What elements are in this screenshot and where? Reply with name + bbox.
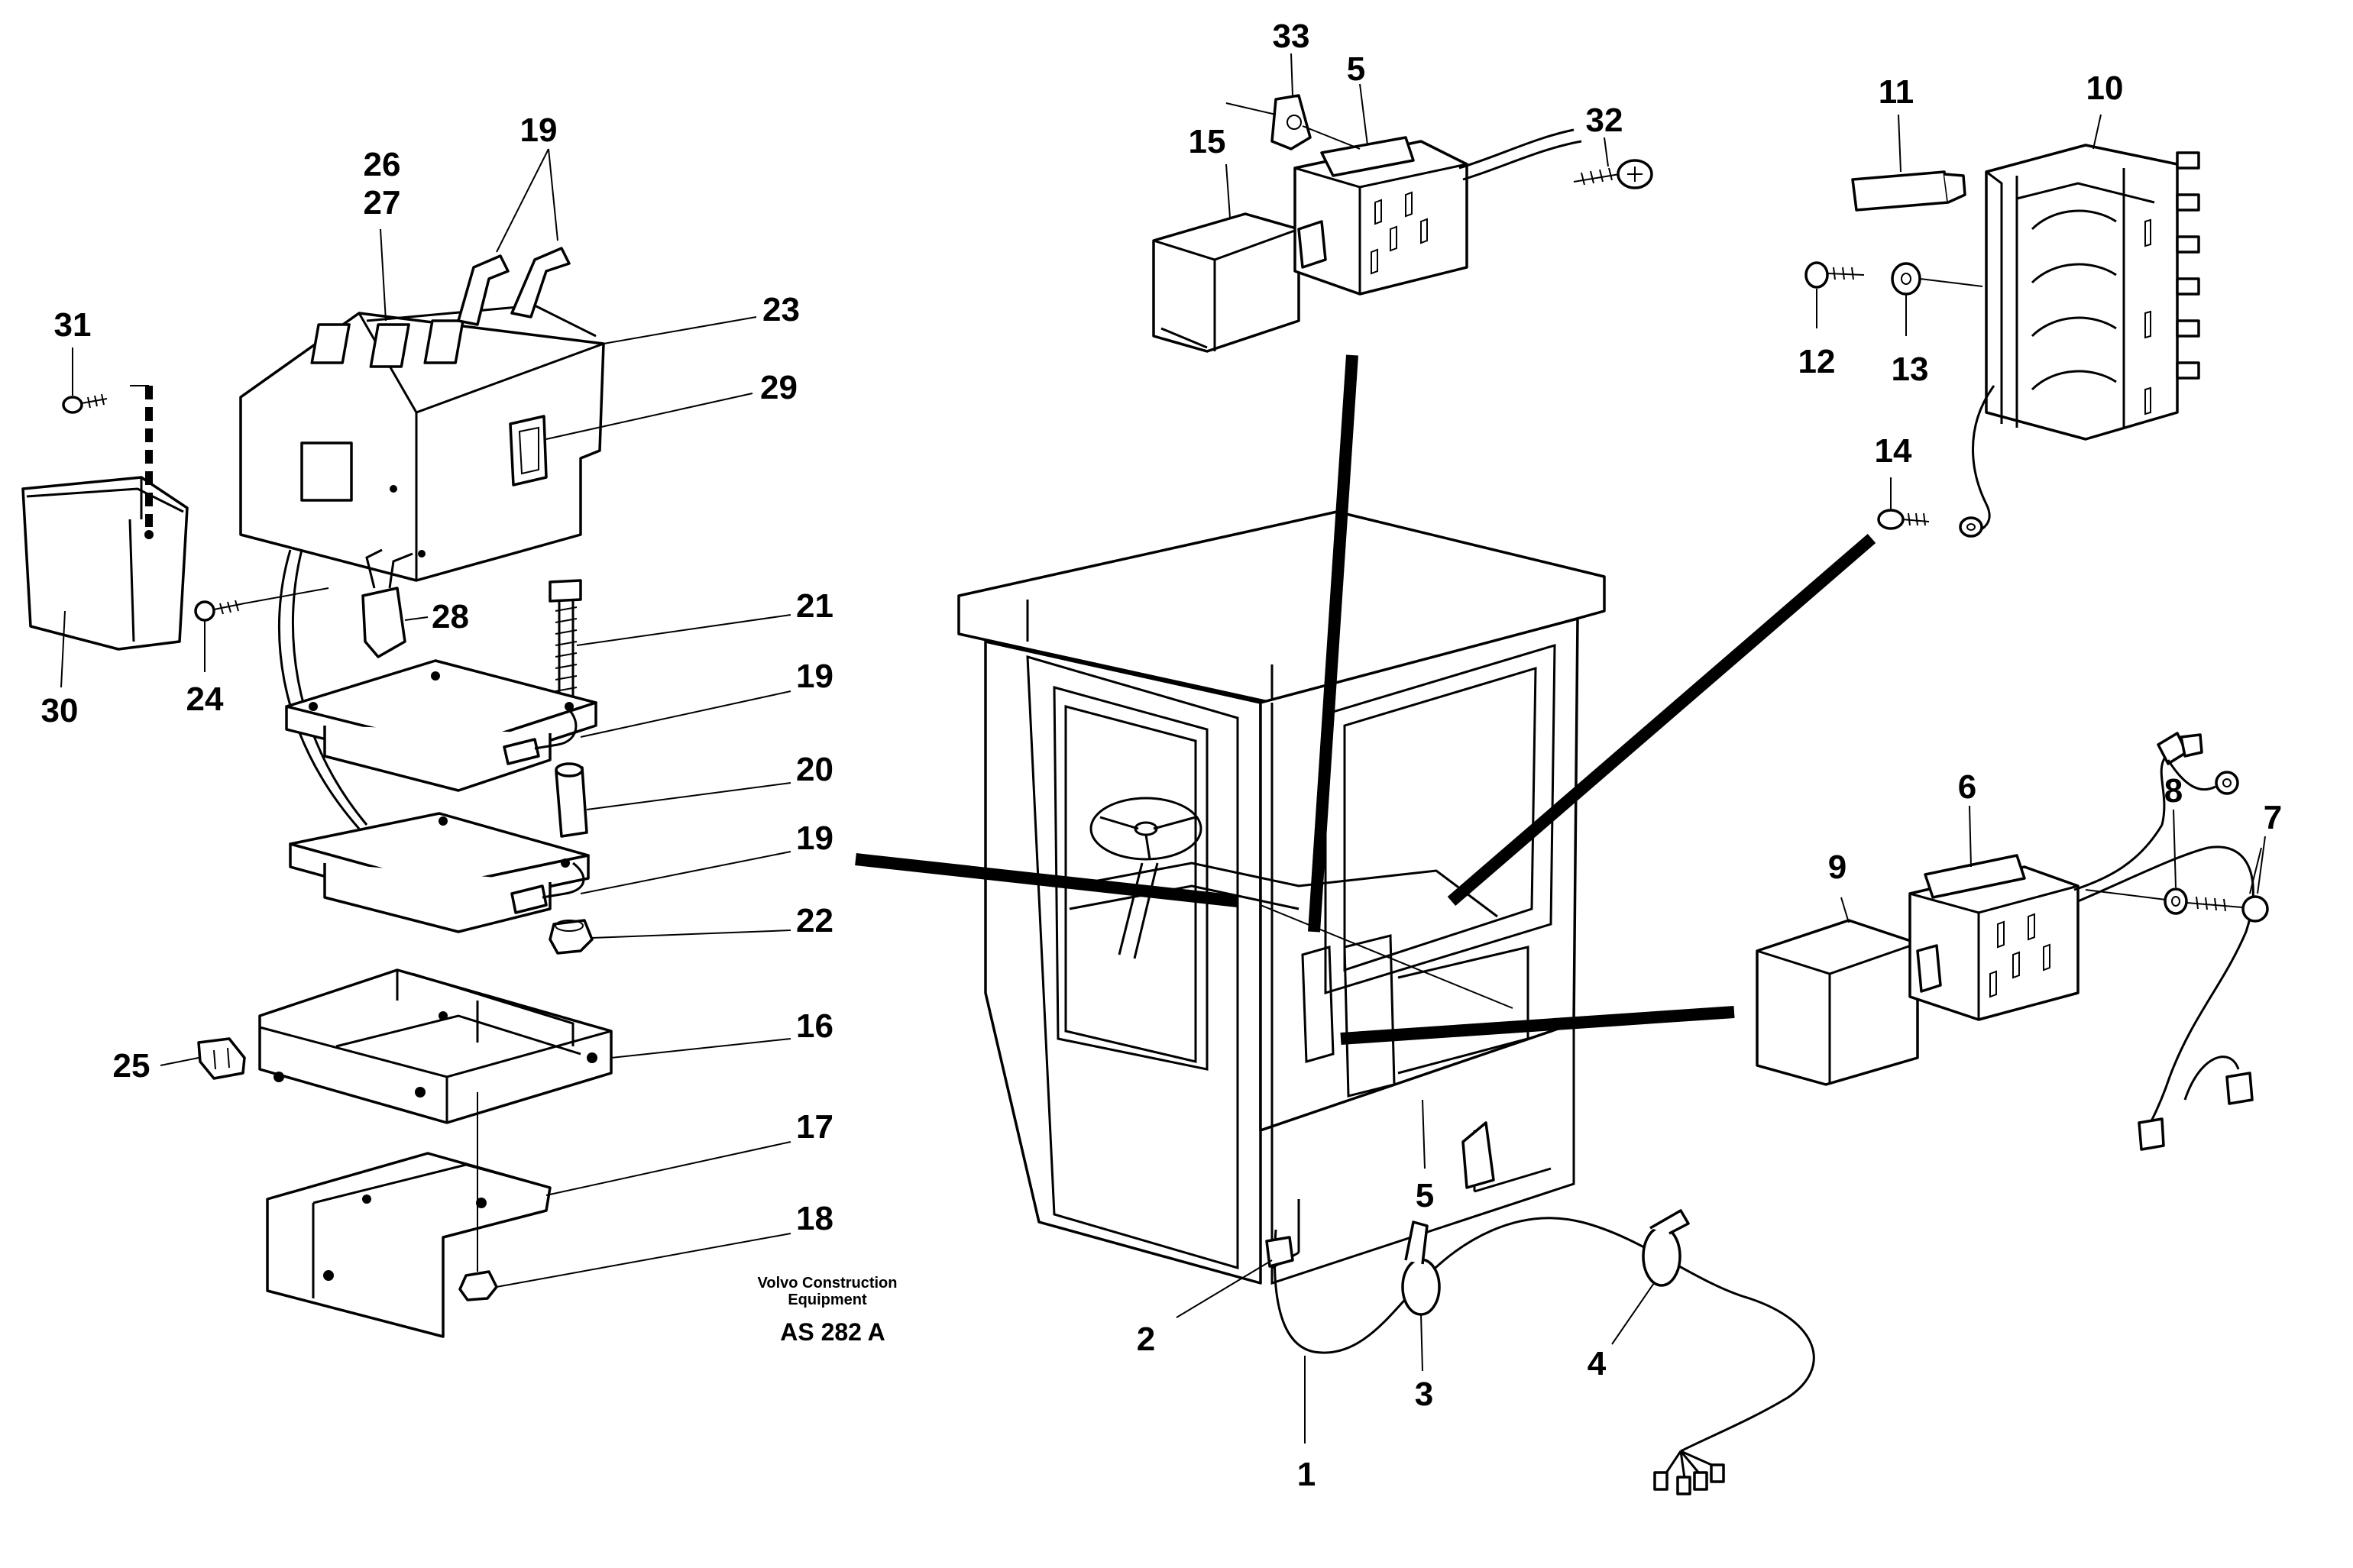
- callout-12: 12: [1798, 343, 1836, 380]
- callout-15: 15: [1189, 123, 1226, 160]
- callout-10: 10: [2086, 70, 2124, 107]
- callout-2: 2: [1137, 1321, 1155, 1358]
- clip-33: [1225, 94, 1361, 150]
- callout-19-lower-board: 19: [796, 820, 833, 857]
- callout-7: 7: [2264, 799, 2282, 836]
- callout-16: 16: [796, 1007, 833, 1045]
- nut-22: [549, 919, 594, 955]
- clamp-4: [1642, 1209, 1690, 1287]
- callout-30: 30: [41, 692, 79, 729]
- harness-1: [1273, 1217, 1815, 1495]
- plate-17: [266, 1152, 552, 1338]
- relay-9: [1756, 919, 1919, 1086]
- callout-28: 28: [432, 598, 469, 635]
- pointer-lines: [855, 354, 1876, 1045]
- callout-31: 31: [54, 306, 92, 344]
- cab: [957, 510, 1606, 1285]
- relay-socket-6: [1908, 755, 2254, 1123]
- washer-8: [2085, 887, 2188, 915]
- callout-13: 13: [1892, 351, 1929, 388]
- screw-12: [1804, 261, 1865, 289]
- callout-20: 20: [796, 751, 833, 788]
- callout-32: 32: [1586, 102, 1623, 139]
- grommet-2: [1265, 1236, 1294, 1268]
- callout-5-top: 5: [1347, 50, 1365, 88]
- screw-24: [194, 587, 329, 622]
- connector-28: [361, 548, 413, 658]
- credit-line-2: Equipment: [788, 1292, 867, 1308]
- connector-set-right: [2138, 732, 2254, 1151]
- screw-14: [1877, 509, 1983, 538]
- callout-8: 8: [2164, 772, 2183, 810]
- callout-17: 17: [796, 1108, 833, 1146]
- relay-15: [1152, 212, 1300, 353]
- callout-25: 25: [113, 1047, 151, 1085]
- callout-14: 14: [1875, 432, 1912, 470]
- callout-19-upper-board: 19: [796, 658, 833, 695]
- screw-7: [2186, 895, 2269, 923]
- credit-line-1: Volvo Construction: [758, 1275, 898, 1292]
- callout-29: 29: [760, 369, 798, 406]
- screw-32: [1573, 159, 1653, 189]
- callout-1: 1: [1297, 1456, 1316, 1493]
- bolt-21: [549, 579, 582, 699]
- figure-code: AS 282 A: [780, 1318, 885, 1346]
- callout-labels: 1 2 3 4 5 5 6 7 8 9 10 11 12 13 14 15 16…: [41, 18, 2283, 1493]
- callout-5-cab: 5: [1416, 1177, 1434, 1214]
- fuse-11: [1851, 170, 1966, 212]
- callout-23: 23: [762, 291, 800, 328]
- cover-30: [21, 386, 189, 651]
- switch-25: [197, 1037, 246, 1080]
- clamp-3: [1401, 1220, 1441, 1316]
- circuit-board-upper: [285, 659, 597, 792]
- callout-19-top: 19: [520, 112, 558, 149]
- callout-22: 22: [796, 902, 833, 939]
- publisher-credit: Volvo Construction Equipment AS 282 A: [758, 1275, 898, 1346]
- callout-11: 11: [1879, 73, 1914, 111]
- harness-loop: [277, 549, 361, 829]
- callout-24: 24: [186, 681, 224, 718]
- callout-4: 4: [1588, 1345, 1607, 1382]
- callout-21: 21: [796, 587, 833, 625]
- fuse-box-10: [1972, 144, 2200, 532]
- leader-lines: [60, 53, 2266, 1444]
- bracket-16: [258, 968, 613, 1124]
- circuit-board-lower: [289, 812, 590, 933]
- callout-26: 26: [364, 146, 401, 183]
- screw-31: [62, 385, 149, 414]
- callout-6: 6: [1958, 768, 1976, 806]
- callout-9: 9: [1828, 849, 1846, 886]
- nut-18: [458, 1092, 498, 1301]
- relay-socket-5: [1293, 128, 1582, 296]
- spacer-20: [555, 762, 588, 838]
- washer-13: [1891, 262, 1983, 296]
- control-box-housing: [239, 247, 605, 582]
- callout-3: 3: [1415, 1376, 1433, 1413]
- callout-18: 18: [796, 1200, 833, 1237]
- callout-33: 33: [1273, 18, 1310, 55]
- callout-27: 27: [364, 184, 401, 221]
